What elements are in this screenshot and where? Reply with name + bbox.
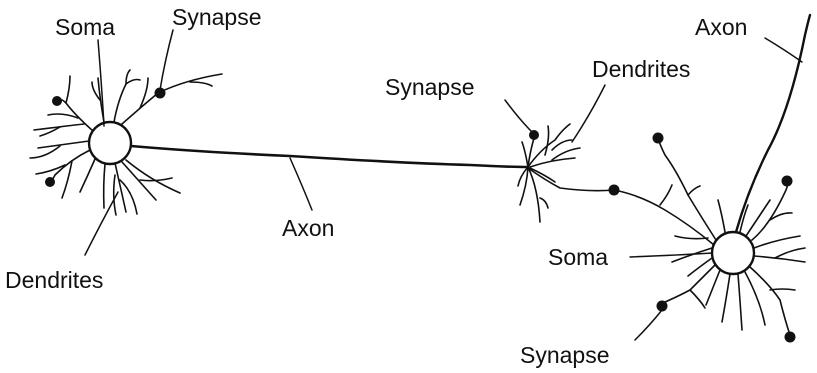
right-dendrites — [614, 138, 805, 335]
leader-axon-middle — [290, 158, 312, 210]
label-synapse-top-left: Synapse — [172, 4, 262, 30]
label-dendrites-left: Dendrites — [5, 267, 103, 293]
labels: Soma Synapse Dendrites Axon Synapse Dend… — [5, 4, 747, 368]
synapse-dot — [609, 185, 620, 196]
right-axon-line — [736, 15, 810, 232]
middle-dendrite-terminal — [518, 124, 614, 222]
synapse-dot — [782, 176, 793, 187]
axon-line — [131, 146, 528, 167]
synapse-dot — [45, 177, 55, 187]
label-dendrites-middle: Dendrites — [592, 56, 690, 82]
label-synapse-middle: Synapse — [385, 74, 475, 100]
synapse-dot — [52, 96, 62, 106]
leader-synapse-bottom-right — [635, 310, 662, 340]
leader-dendrites-left — [85, 192, 118, 255]
label-soma-left: Soma — [55, 14, 115, 40]
leader-soma-right — [630, 253, 712, 257]
label-axon-middle: Axon — [282, 215, 334, 241]
label-axon-top-right: Axon — [695, 14, 747, 40]
leader-synapse-top-left — [160, 30, 173, 90]
right-soma — [712, 232, 754, 274]
leader-synapse-middle — [505, 100, 532, 132]
synapse-dot — [653, 133, 664, 144]
left-dendrites — [30, 70, 222, 215]
left-soma — [89, 122, 131, 164]
label-soma-right: Soma — [548, 244, 608, 270]
leader-dendrites-middle — [572, 85, 605, 142]
label-synapse-bottom-right: Synapse — [520, 342, 610, 368]
leader-axon-top-right — [765, 38, 802, 62]
synapse-dot — [785, 332, 796, 343]
